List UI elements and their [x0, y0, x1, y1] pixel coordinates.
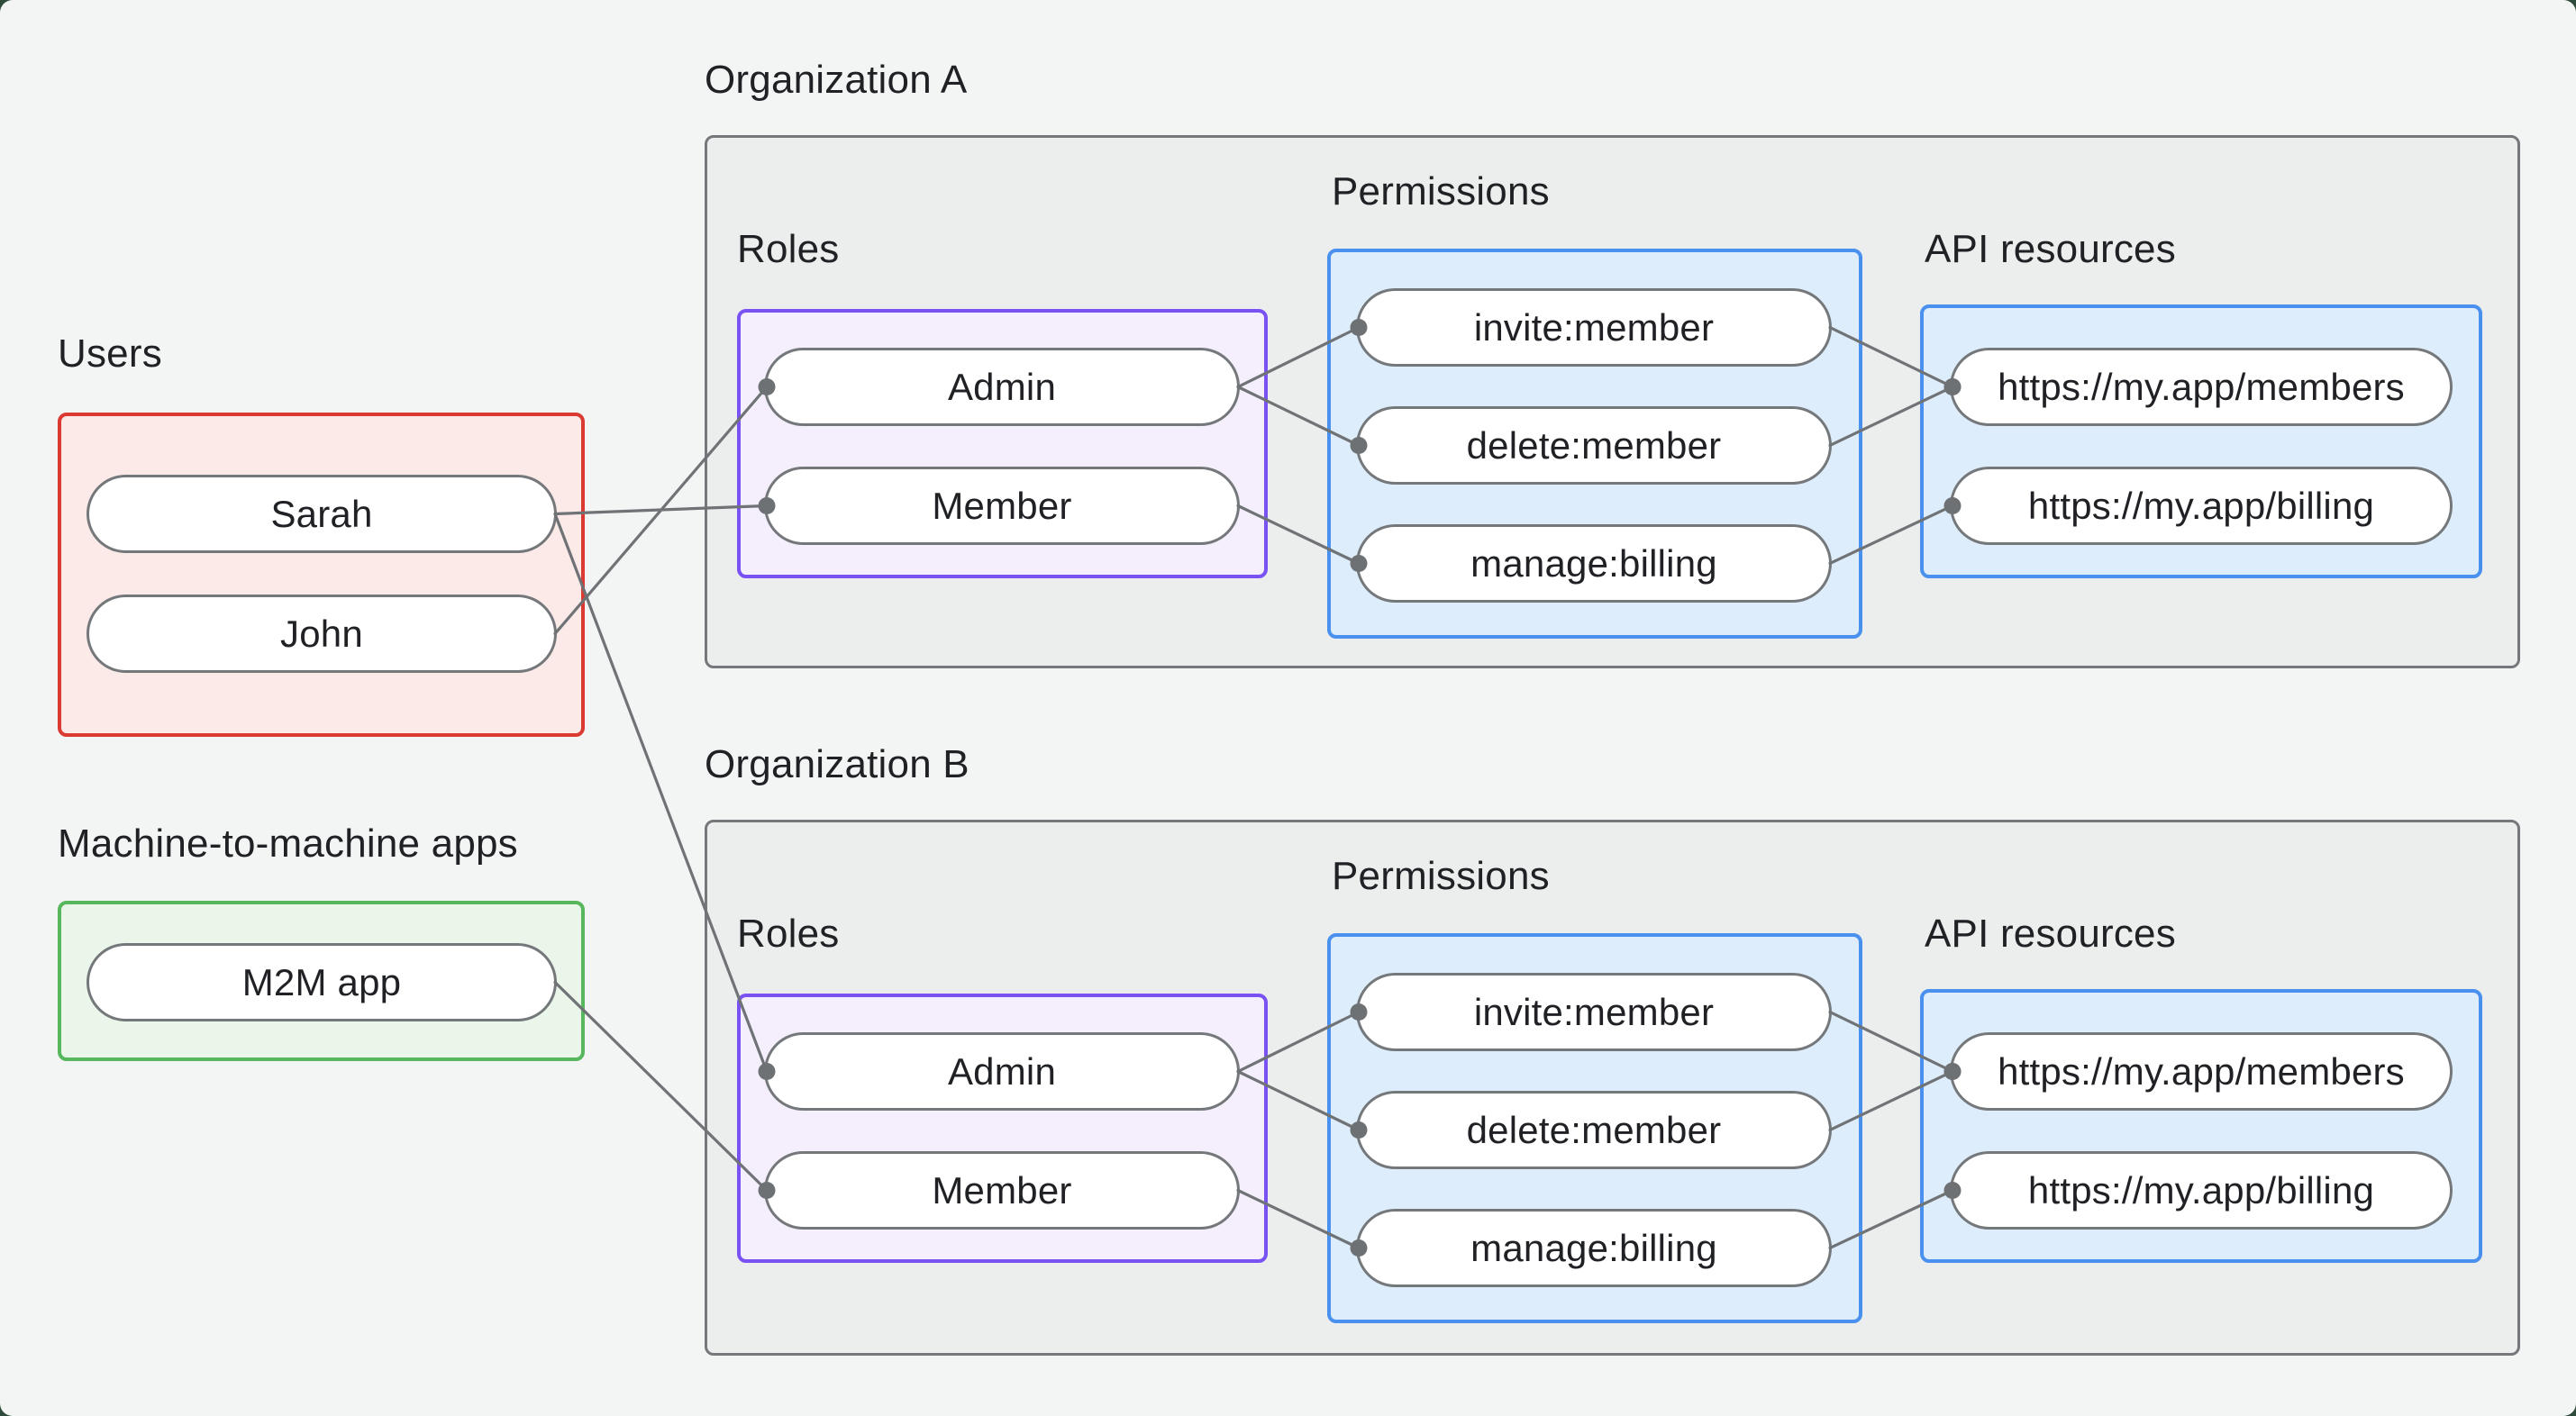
node-org-a-role-admin: Admin	[764, 348, 1240, 426]
node-org-a-api-members: https://my.app/members	[1950, 348, 2453, 426]
node-org-b-api-members: https://my.app/members	[1950, 1032, 2453, 1111]
org-a-label: Organization A	[705, 58, 968, 102]
m2m-section-label: Machine-to-machine apps	[58, 821, 518, 866]
node-user-sarah: Sarah	[86, 475, 557, 553]
users-section-label: Users	[58, 331, 162, 376]
org-b-api-resources-label: API resources	[1925, 912, 2176, 956]
node-org-a-permission-manage-billing: manage:billing	[1356, 524, 1832, 603]
node-m2m-app: M2M app	[86, 943, 557, 1021]
node-org-b-permission-invite-member: invite:member	[1356, 973, 1832, 1051]
node-org-b-api-billing: https://my.app/billing	[1950, 1151, 2453, 1230]
org-a-roles-label: Roles	[737, 227, 840, 271]
node-user-john: John	[86, 595, 557, 673]
node-org-a-role-member: Member	[764, 467, 1240, 545]
org-a-permissions-label: Permissions	[1332, 169, 1550, 213]
node-org-b-role-member: Member	[764, 1151, 1240, 1230]
node-org-a-api-billing: https://my.app/billing	[1950, 467, 2453, 545]
users-group-box	[58, 413, 585, 737]
org-b-label: Organization B	[705, 742, 969, 786]
node-org-a-permission-invite-member: invite:member	[1356, 288, 1832, 367]
node-org-b-permission-delete-member: delete:member	[1356, 1091, 1832, 1169]
org-b-permissions-label: Permissions	[1332, 854, 1550, 898]
org-a-api-resources-label: API resources	[1925, 227, 2176, 271]
node-org-b-role-admin: Admin	[764, 1032, 1240, 1111]
org-b-roles-label: Roles	[737, 912, 840, 956]
node-org-a-permission-delete-member: delete:member	[1356, 406, 1832, 485]
node-org-b-permission-manage-billing: manage:billing	[1356, 1209, 1832, 1287]
